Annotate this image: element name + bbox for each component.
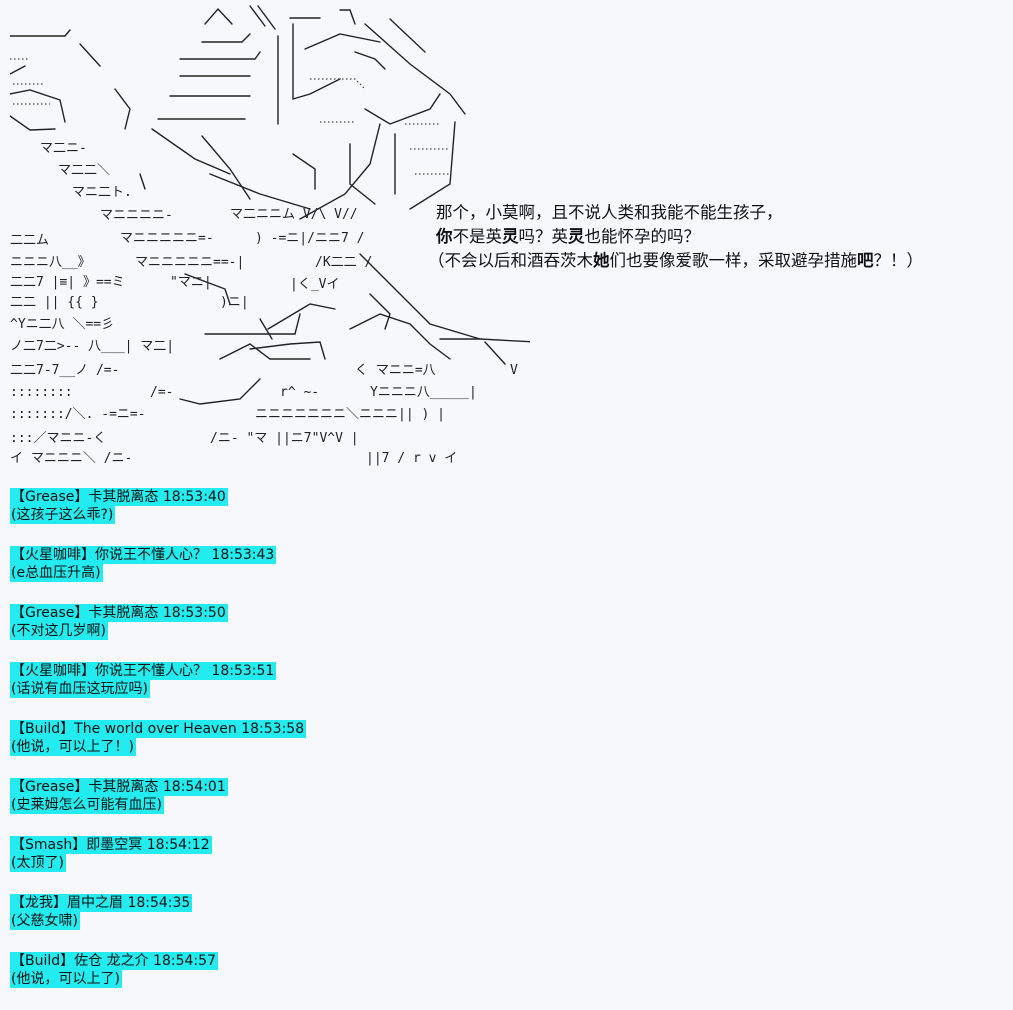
svg-text:||7 / r v イ: ||7 / r v イ: [366, 451, 457, 466]
svg-text:|く_Vイ: |く_Vイ: [290, 277, 339, 292]
chat-header: 【龙我】眉中之眉 18:54:35: [10, 894, 193, 912]
dialogue-text: 们也要像爱歌一样，采取避孕措施: [609, 251, 858, 270]
dialogue-text: ？！）: [873, 251, 924, 270]
svg-text:二二7-7__ノ /=-: 二二7-7__ノ /=-: [10, 363, 119, 378]
svg-text:::::::::: ::::::::: [10, 385, 73, 400]
svg-text:マ二ニニム V/\ V//: マ二ニニム V/\ V//: [230, 207, 358, 222]
dialogue-bold-ling: 灵: [502, 227, 519, 246]
chat-message: (不对这几岁啊): [10, 622, 108, 640]
chat-header: 【Grease】卡其脱离态 18:53:50: [10, 604, 228, 622]
dialogue-text: 吗？英: [518, 227, 569, 246]
ascii-art-drawing: マ二ニ- マ二二＼ マニ二ト. マ二ニニム V/\ V// マニニニニ- マニニ…: [9, 5, 536, 466]
chat-header: 【Build】佐仓 龙之介 18:54:57: [10, 952, 218, 970]
chat-message: (他说，可以上了！): [10, 738, 136, 756]
dialogue-bold-you: 你: [436, 227, 453, 246]
svg-text:マニニニニニ=-: マニニニニニ=-: [120, 231, 214, 246]
dialogue-line-3: （不会以后和酒吞茨木她们也要像爱歌一样，采取避孕措施吧？！）: [428, 249, 1010, 273]
dialogue-text: （不会以后和酒吞茨木: [428, 251, 593, 270]
chat-header: 【Smash】即墨空冥 18:54:12: [10, 836, 212, 854]
svg-text:r^ ~-: r^ ~-: [280, 385, 319, 400]
svg-text:)ニ|: )ニ|: [220, 295, 249, 310]
svg-text:ニニニニニニニ＼ニニニ|| ) |: ニニニニニニニ＼ニニニ|| ) |: [255, 407, 445, 422]
chat-entry: 【Grease】卡其脱离态 18:54:01 (史莱姆怎么可能有血压): [10, 778, 410, 814]
chat-header: 【火星咖啡】你说王不懂人心？ 18:53:51: [10, 662, 277, 680]
chat-entry: 【龙我】眉中之眉 18:54:35 (父慈女啸): [10, 894, 410, 930]
dialogue-bold-ling: 灵: [568, 227, 585, 246]
svg-text:二二 || {{ }: 二二 || {{ }: [10, 295, 99, 310]
svg-text:V: V: [510, 363, 518, 378]
chat-entry: 【Smash】即墨空冥 18:54:12 (太顶了): [10, 836, 410, 872]
chat-message: (史莱姆怎么可能有血压): [10, 796, 164, 814]
ascii-art-illustration: マ二ニ- マ二二＼ マニ二ト. マ二ニニム V/\ V// マニニニニ- マニニ…: [9, 4, 536, 466]
chat-entry: 【Grease】卡其脱离态 18:53:50 (不对这几岁啊): [10, 604, 410, 640]
svg-text:二二7 |≡| 》==ミ: 二二7 |≡| 》==ミ: [10, 275, 125, 290]
chat-message: (这孩子这么乖?): [10, 506, 116, 524]
svg-text:マニニニニニ==-|: マニニニニニ==-|: [135, 255, 244, 270]
svg-text:/=-: /=-: [150, 385, 173, 400]
chat-message: (太顶了): [10, 854, 66, 872]
dialogue-line-2: 你不是英灵吗？英灵也能怀孕的吗？: [428, 225, 1010, 249]
svg-text::::::::/＼. -=ニ=-: :::::::/＼. -=ニ=-: [10, 407, 146, 422]
svg-text:マ二ニ-: マ二ニ-: [40, 141, 87, 156]
svg-text:イ マニニニ＼ /ニ-: イ マニニニ＼ /ニ-: [10, 451, 132, 466]
svg-text::::／マニニ-く: :::／マニニ-く: [10, 431, 106, 446]
svg-text:マニ二ト.: マニ二ト.: [72, 185, 132, 200]
svg-text:Yニニニ八_____|: Yニニニ八_____|: [370, 385, 477, 400]
svg-text:く マニニ=八: く マニニ=八: [355, 363, 436, 378]
svg-text:"マニ|: "マニ|: [170, 275, 212, 290]
chat-entry: 【火星咖啡】你说王不懂人心？ 18:53:51 (话说有血压这玩应吗): [10, 662, 410, 698]
chat-message: (话说有血压这玩应吗): [10, 680, 150, 698]
dialogue-block: 那个，小莫啊，且不说人类和我能不能生孩子， 你不是英灵吗？英灵也能怀孕的吗？ （…: [428, 201, 1010, 273]
chat-message: (他说，可以上了): [10, 970, 122, 988]
dialogue-bold-she: 她: [593, 251, 610, 270]
dialogue-bold-ba: 吧: [857, 251, 874, 270]
dialogue-line-1: 那个，小莫啊，且不说人类和我能不能生孩子，: [436, 203, 783, 222]
svg-text:ノ二7二>-- 八___| マ二|: ノ二7二>-- 八___| マ二|: [10, 339, 174, 354]
svg-text:二二ム: 二二ム: [10, 233, 49, 248]
svg-text:/K二二 /: /K二二 /: [315, 255, 372, 270]
chat-entry: 【火星咖啡】你说王不懂人心？ 18:53:43 (e总血压升高): [10, 546, 410, 582]
chat-message: (父慈女啸): [10, 912, 80, 930]
chat-entry: 【Grease】卡其脱离态 18:53:40 (这孩子这么乖?): [10, 488, 410, 524]
chat-entry: 【Build】佐仓 龙之介 18:54:57 (他说，可以上了): [10, 952, 410, 988]
chat-header: 【火星咖啡】你说王不懂人心？ 18:53:43: [10, 546, 277, 564]
chat-header: 【Build】The world over Heaven 18:53:58: [10, 720, 307, 738]
dialogue-text: 不是英: [452, 227, 503, 246]
chat-entry: 【Build】The world over Heaven 18:53:58 (他…: [10, 720, 410, 756]
svg-text:マニニニニ-: マニニニニ-: [100, 208, 173, 223]
svg-text:^Yニ二八 ＼==彡: ^Yニ二八 ＼==彡: [10, 317, 114, 332]
chat-log: 【Grease】卡其脱离态 18:53:40 (这孩子这么乖?) 【火星咖啡】你…: [10, 488, 410, 1010]
svg-text:マ二二＼: マ二二＼: [58, 163, 110, 178]
dialogue-text: 也能怀孕的吗？: [584, 227, 701, 246]
chat-header: 【Grease】卡其脱离态 18:54:01: [10, 778, 228, 796]
svg-text:) -=ニ|/ニニ7 /: ) -=ニ|/ニニ7 /: [255, 231, 364, 246]
svg-text:/ニ- "マ ||ニ7"V^V |: /ニ- "マ ||ニ7"V^V |: [210, 431, 359, 446]
svg-text:ニニニ八__》: ニニニ八__》: [10, 255, 91, 270]
chat-header: 【Grease】卡其脱离态 18:53:40: [10, 488, 228, 506]
chat-message: (e总血压升高): [10, 564, 103, 582]
